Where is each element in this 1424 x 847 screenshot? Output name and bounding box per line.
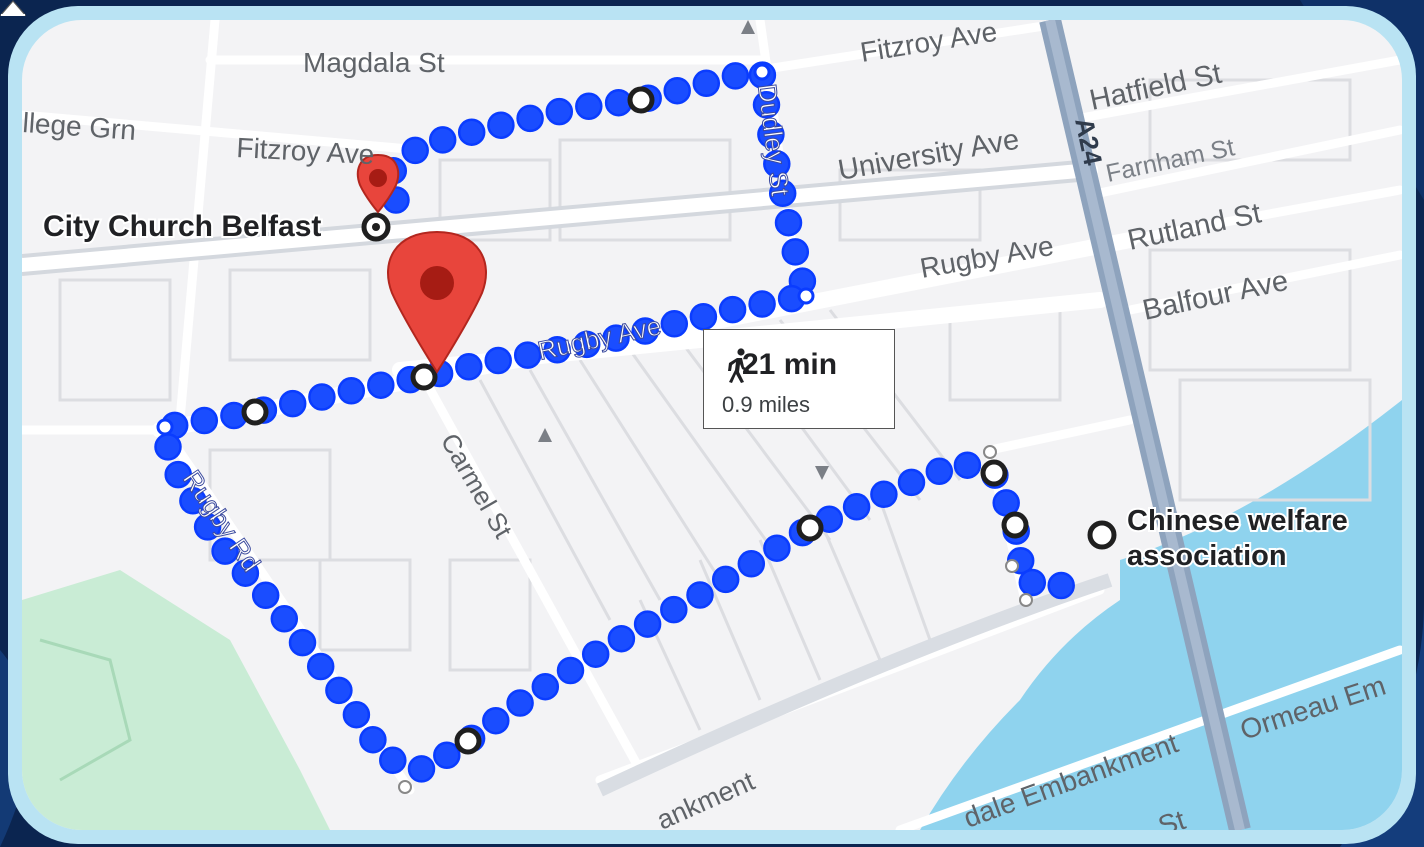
route-dot xyxy=(506,689,534,717)
chinese-welfare-marker[interactable] xyxy=(1087,520,1117,550)
route-dot xyxy=(689,302,718,331)
route-dot xyxy=(401,136,429,165)
route-dot xyxy=(193,513,222,541)
route-dot xyxy=(516,104,544,133)
route-dot xyxy=(337,377,366,405)
route-dot xyxy=(763,534,791,562)
route-dot xyxy=(718,295,747,324)
route-dot xyxy=(251,581,280,610)
route-dot xyxy=(721,62,750,90)
route-dot xyxy=(774,208,803,237)
route-dot xyxy=(433,741,461,770)
route-dot xyxy=(545,97,574,126)
route-dot xyxy=(748,290,776,318)
destination-pin-icon[interactable] xyxy=(356,153,400,214)
waypoint-markers xyxy=(241,86,1029,755)
route-dot xyxy=(663,76,691,105)
route-dot xyxy=(543,336,571,364)
route-dot xyxy=(604,88,633,117)
route-duration: 21 min xyxy=(742,348,838,381)
route-dot xyxy=(781,238,810,266)
route-dot xyxy=(164,460,192,489)
route-dot xyxy=(231,559,260,587)
route-dot xyxy=(752,91,781,119)
label-magdala-st: Magdala St xyxy=(303,47,445,78)
tooltip-tail xyxy=(0,0,26,16)
route-dot xyxy=(179,487,207,515)
label-chinese-welfare-2: association xyxy=(1127,540,1287,572)
route-dot xyxy=(842,493,871,521)
route-dot xyxy=(457,118,486,146)
route-dot xyxy=(482,706,510,735)
route-dot xyxy=(575,92,603,121)
route-dot xyxy=(306,652,335,681)
place-labels: City Church Belfast Chinese welfare asso… xyxy=(41,208,1350,574)
route-dot xyxy=(513,341,542,369)
route-dot xyxy=(1018,568,1047,597)
route-info-card[interactable]: 21 min 0.9 miles xyxy=(703,329,895,429)
route-dot xyxy=(692,69,721,98)
route-dot xyxy=(359,725,387,754)
route-dot xyxy=(711,565,740,594)
river xyxy=(920,400,1402,830)
route-dot xyxy=(455,353,483,381)
route-dot xyxy=(379,746,407,775)
route-dot xyxy=(342,700,371,729)
route-dot xyxy=(278,389,307,418)
label-chinese-welfare-1: Chinese welfare xyxy=(1127,505,1348,537)
route-dot xyxy=(572,330,601,359)
route-dot xyxy=(768,179,797,208)
route-distance: 0.9 miles xyxy=(722,392,811,417)
route-dot xyxy=(288,628,317,657)
route-dot xyxy=(757,120,785,149)
route-dot xyxy=(953,451,982,479)
park-area xyxy=(22,570,330,830)
label-city-church: City Church Belfast xyxy=(43,210,321,243)
route-dot xyxy=(925,457,954,486)
label-fitzroy-ave-left: Fitzroy Ave xyxy=(236,132,375,170)
route-nodes xyxy=(156,63,815,436)
route-dot xyxy=(531,672,560,701)
route-dot xyxy=(897,468,926,497)
route-dot xyxy=(631,317,659,345)
one-way-arrows xyxy=(538,20,829,480)
route-dot xyxy=(607,624,636,653)
route-dot xyxy=(308,383,336,411)
current-location-pin-icon[interactable] xyxy=(387,230,487,374)
route-dot xyxy=(581,640,610,668)
route-dot xyxy=(556,656,585,685)
city-church-marker[interactable] xyxy=(361,212,391,242)
route-dot xyxy=(686,581,714,609)
route-dot xyxy=(484,346,512,375)
route-dot xyxy=(270,605,299,633)
route-dot xyxy=(602,324,630,352)
route-dot xyxy=(325,676,353,705)
road-edges xyxy=(22,159,1091,276)
route-dot xyxy=(487,111,515,139)
route-dot xyxy=(737,550,766,578)
route-dot xyxy=(190,406,219,435)
route-dot xyxy=(763,150,791,178)
route-dot xyxy=(870,480,898,509)
route-dot xyxy=(660,310,689,338)
route-dot xyxy=(407,755,436,783)
route-dot xyxy=(633,610,662,638)
route-dot xyxy=(367,371,395,399)
route-dot xyxy=(428,126,457,154)
route-dot xyxy=(154,433,182,461)
route-dot xyxy=(660,595,688,624)
route-dot xyxy=(211,537,239,565)
walking-person-icon xyxy=(728,348,749,383)
route-dot xyxy=(1047,571,1075,600)
